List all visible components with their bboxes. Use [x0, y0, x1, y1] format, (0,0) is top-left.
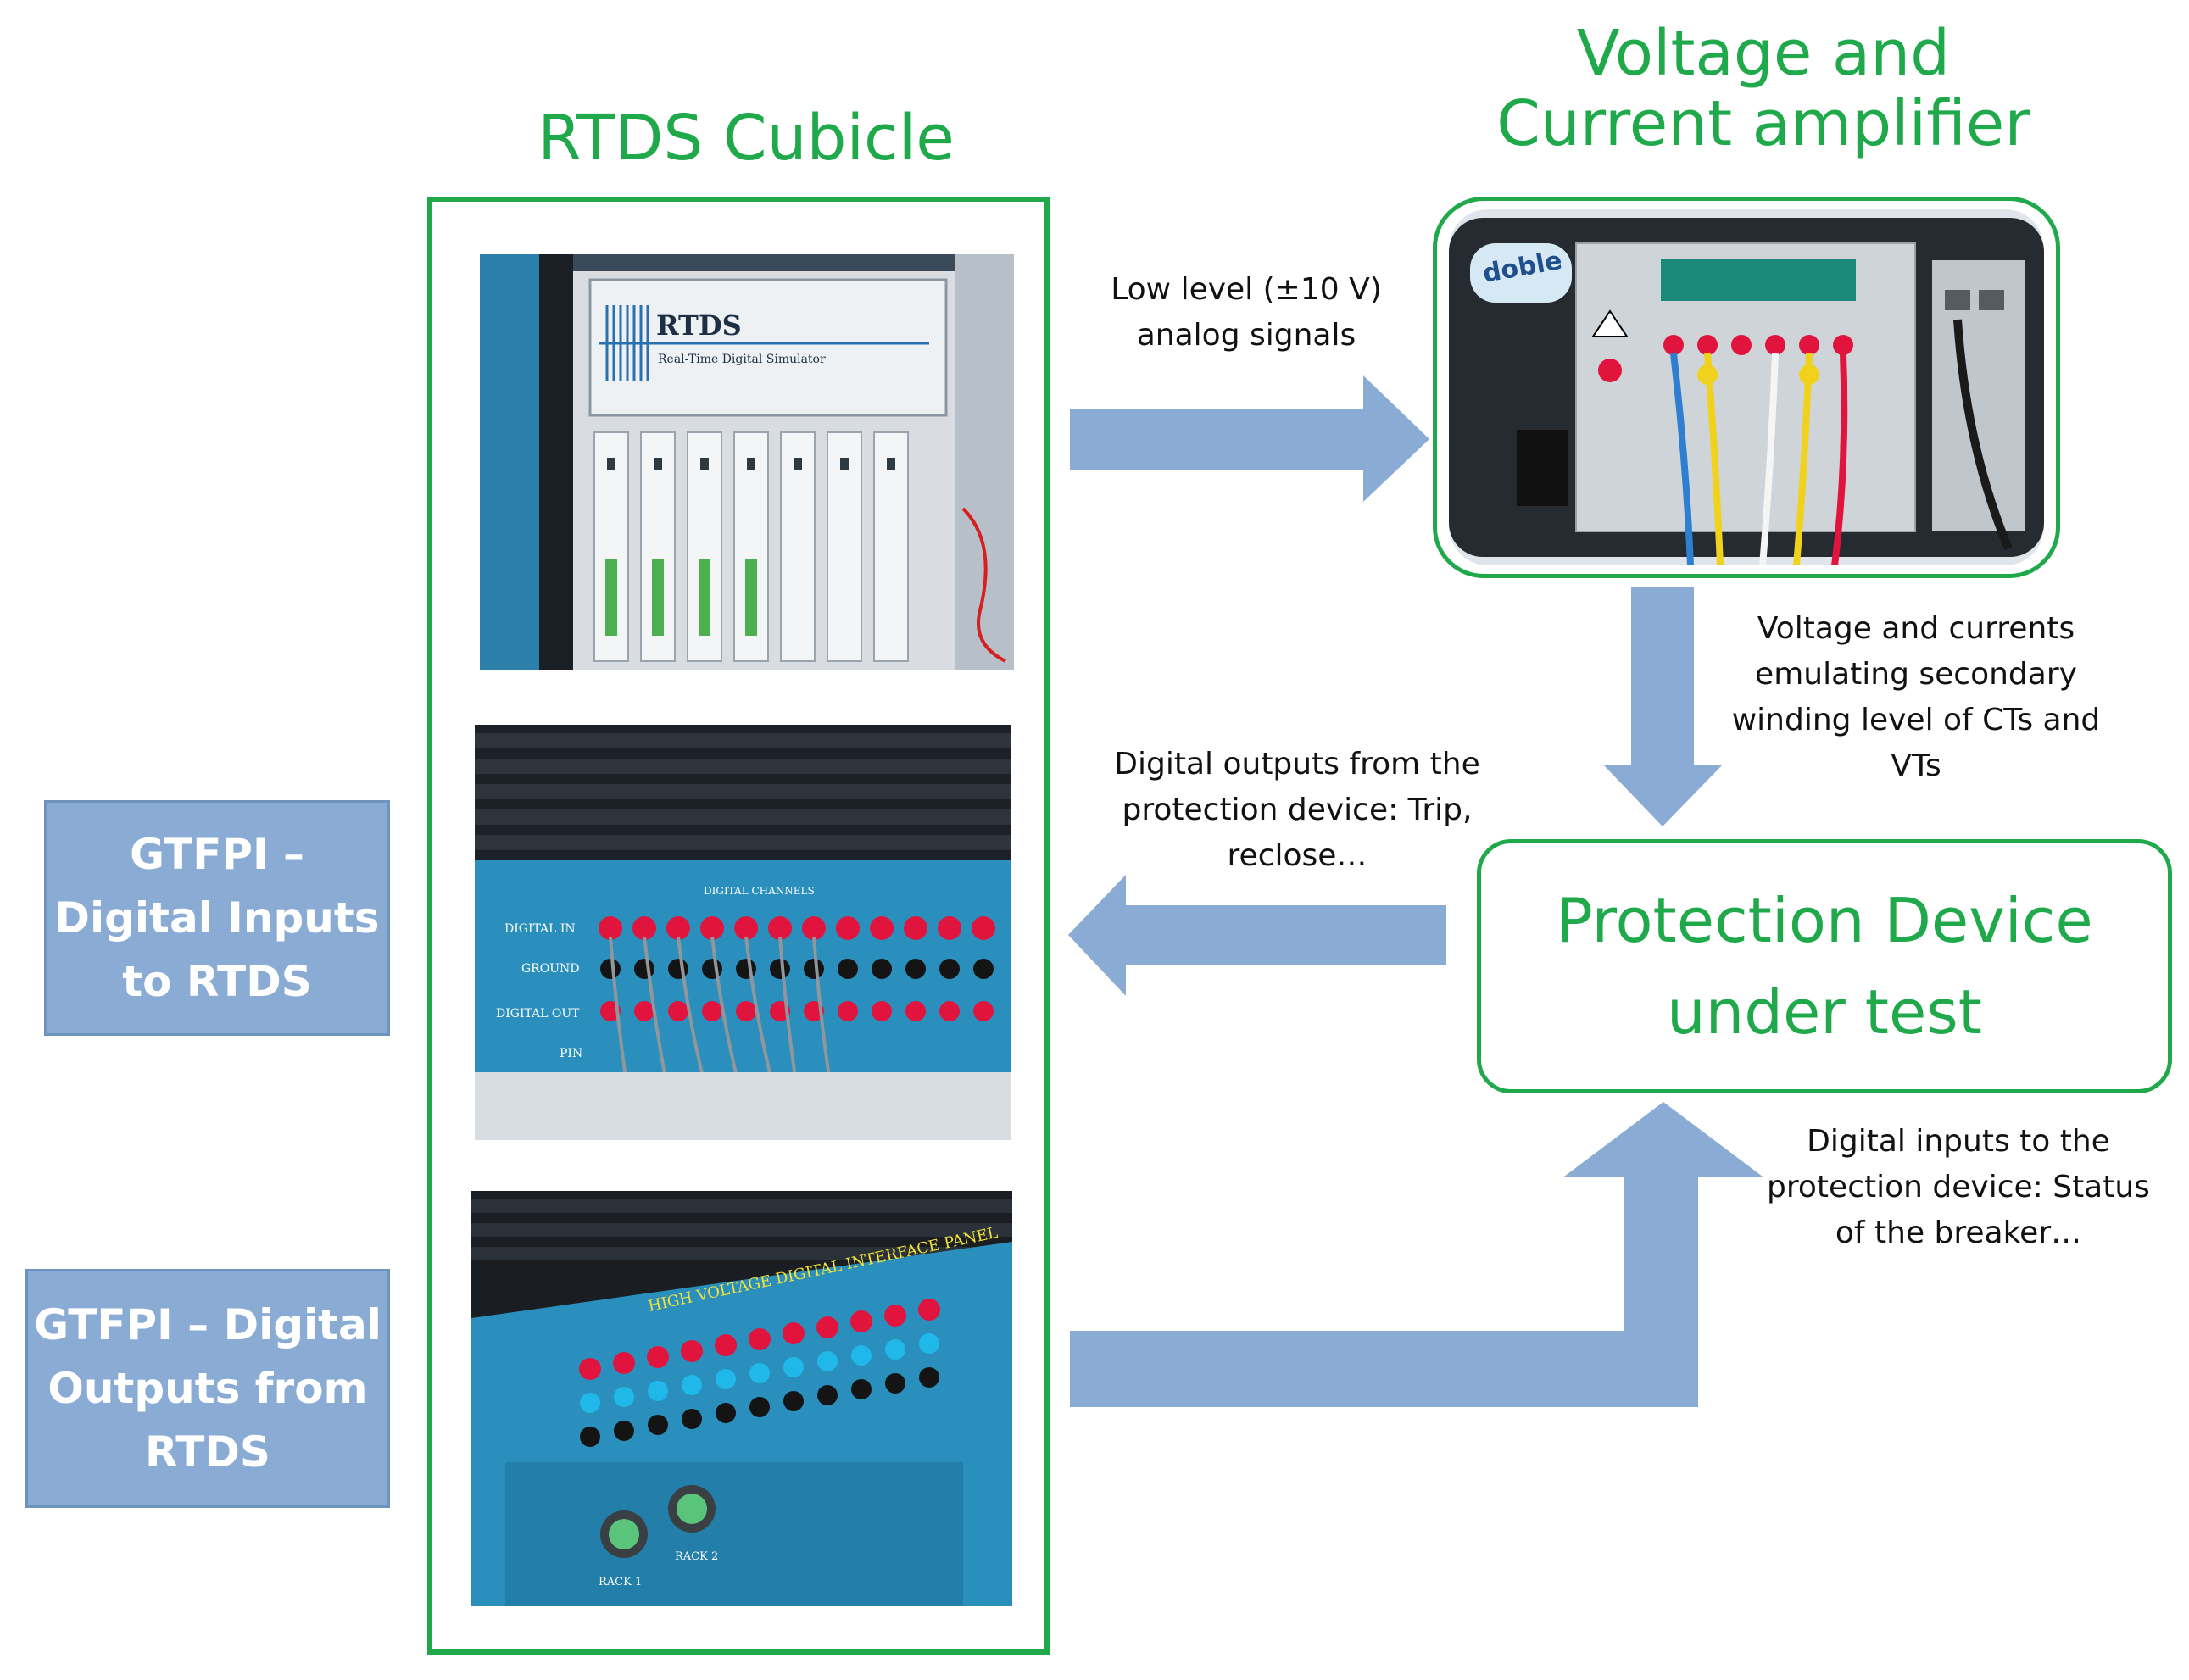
gtfpi-digital-outputs-box: GTFPI – Digital Outputs from RTDS [25, 1269, 390, 1508]
arrow-analog-right [1070, 375, 1429, 502]
arrow-digital-inputs-up [1070, 1102, 1763, 1407]
cubicle-title: RTDS Cubicle [538, 102, 955, 175]
arrow-digital-left [1068, 875, 1446, 996]
amplifier-frame: doble [1433, 197, 2060, 578]
gtfpi-outputs-photo: HIGH VOLTAGE DIGITAL INTERFACE PANEL RAC… [471, 1191, 1012, 1606]
gtfpi-in-row3-text: DIGITAL OUT [496, 1007, 580, 1021]
protection-device-box: Protection Device under test [1477, 839, 2172, 1093]
cubicle-frame [427, 197, 1050, 1655]
gtfpi-in-row4-text: PIN [560, 1047, 582, 1060]
gtfpi-in-row1-text: DIGITAL IN [504, 922, 576, 936]
analog-signals-caption: Low level (±10 V) analog signals [1111, 272, 1382, 353]
rtds-brand-text: RTDS [656, 309, 742, 342]
protection-device-title: Protection Device under test [1556, 885, 2093, 1048]
gtfpi-out-rack2-text: RACK 2 [675, 1550, 718, 1563]
digital-outputs-caption: Digital outputs from the protection devi… [1114, 747, 1480, 873]
digital-inputs-caption: Digital inputs to the protection device:… [1767, 1124, 2150, 1250]
gtfpi-digital-inputs-box: GTFPI – Digital Inputs to RTDS [44, 800, 390, 1036]
rtds-tagline-text: Real-Time Digital Simulator [658, 353, 826, 366]
voltage-currents-caption: Voltage and currents emulating secondary… [1731, 611, 2101, 783]
gtfpi-in-header-text: DIGITAL CHANNELS [704, 885, 815, 897]
amplifier-title: Voltage and Current amplifier [1496, 17, 2030, 160]
rtds-rack-photo: RTDS Real-Time Digital Simulator [480, 254, 1014, 670]
gtfpi-in-row2-text: GROUND [521, 962, 579, 976]
gtfpi-out-rack1-text: RACK 1 [599, 1576, 642, 1588]
gtfpi-inputs-photo: DIGITAL CHANNELS DIGITAL IN GROUND DIGIT… [475, 725, 1011, 1140]
amplifier-photo: doble [1449, 209, 2044, 565]
arrow-voltage-down [1603, 587, 1723, 826]
